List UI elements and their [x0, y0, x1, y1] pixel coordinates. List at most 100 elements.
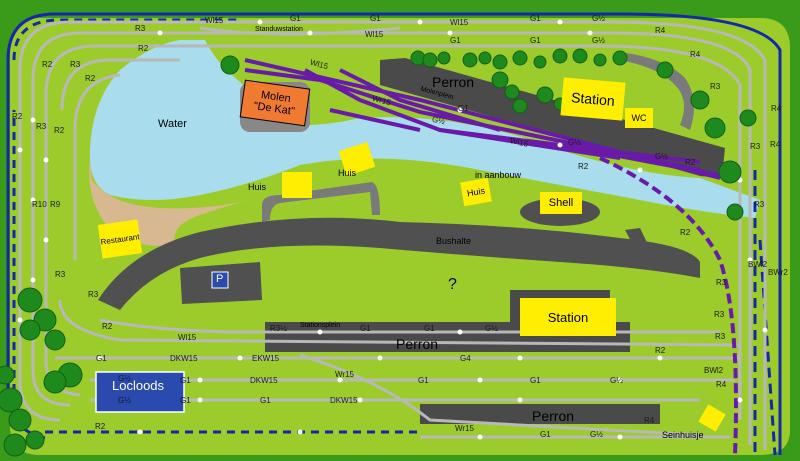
- track-label: G1: [458, 104, 469, 113]
- water-label: Water: [158, 118, 187, 130]
- track-label: R2: [102, 322, 113, 331]
- track-label: R3: [88, 290, 99, 299]
- track-label: R3: [750, 142, 761, 151]
- track-label: Wl15: [450, 18, 469, 27]
- track-label: Wr15: [335, 370, 354, 379]
- standuwstation-label: Standuwstation: [255, 26, 303, 33]
- seinhuisje-label: Seinhuisje: [662, 430, 704, 440]
- station-top-building: Station: [560, 77, 626, 121]
- huis-path: [262, 182, 380, 222]
- huis-1-building: [282, 172, 312, 198]
- track-label: DKW15: [330, 396, 358, 405]
- track-label: R3: [55, 270, 66, 279]
- track-label: G1: [424, 324, 435, 333]
- track-label: R3: [754, 200, 765, 209]
- parking-icon-box: [211, 271, 229, 289]
- track-label: G½: [568, 138, 581, 147]
- top-road: [620, 52, 694, 130]
- track-label: Wl15: [205, 16, 224, 25]
- track-label: R4: [655, 26, 666, 35]
- track-label: G1: [180, 396, 191, 405]
- side-road: [625, 228, 665, 272]
- huis-2-label: Huis: [338, 168, 357, 178]
- track-label: G1: [530, 376, 541, 385]
- track-label: G1: [540, 430, 551, 439]
- track-label: EKW15: [252, 354, 280, 363]
- huis-3-building: Huis: [460, 177, 492, 207]
- parking-label: P: [216, 273, 224, 285]
- shell-building: Shell: [540, 192, 582, 214]
- track-label: G1: [180, 376, 191, 385]
- locloods-building: [95, 371, 185, 413]
- track-label: G½: [118, 374, 131, 383]
- track-label: G½: [485, 324, 498, 333]
- track-label: R2: [12, 112, 23, 121]
- track-label: DKW15: [250, 376, 278, 385]
- track-label: Wr15: [455, 424, 474, 433]
- track-label: R3: [36, 122, 47, 131]
- stationsplein-label: Stationsplein: [300, 322, 341, 329]
- track-label: R3: [714, 310, 725, 319]
- main-road: [98, 217, 700, 310]
- track-label: G½: [655, 152, 668, 161]
- tree-clusters: [0, 48, 757, 457]
- track-label: G4: [460, 354, 471, 363]
- track-label: R3: [710, 82, 721, 91]
- track-label: BWl2: [704, 366, 724, 375]
- restaurant-building: Restaurant: [97, 219, 143, 259]
- track-label: R2: [680, 228, 691, 237]
- track-label: Wl15: [365, 30, 384, 39]
- track-label: R2: [42, 60, 53, 69]
- huis-1-label: Huis: [248, 182, 267, 192]
- track-label: R2: [85, 74, 96, 83]
- track-label: G1: [96, 354, 107, 363]
- track-label: BWr2: [768, 268, 788, 277]
- track-label: G½: [118, 396, 131, 405]
- track-joints: [17, 19, 768, 440]
- purple-tracks: [244, 58, 738, 456]
- track-label: G1: [360, 324, 371, 333]
- wc-building: WC: [625, 108, 653, 128]
- track-blue-right: [753, 170, 777, 456]
- track-label: G½: [592, 36, 605, 45]
- bushalte-label: Bushalte: [436, 236, 472, 246]
- track-label: G1: [530, 14, 541, 23]
- water-body: [89, 40, 761, 218]
- track-label: R3: [716, 278, 727, 287]
- track-label: G½: [610, 376, 623, 385]
- track-label: R4: [690, 50, 701, 59]
- track-label: R2: [578, 162, 589, 171]
- track-label: G½: [590, 430, 603, 439]
- track-label: R2: [655, 346, 666, 355]
- track-label: R2: [685, 158, 696, 167]
- track-label: R3: [70, 60, 81, 69]
- track-label: R2: [95, 422, 106, 431]
- track-label: G1: [290, 14, 301, 23]
- bushalte-island: [400, 225, 480, 245]
- track-label: R10: [32, 200, 47, 209]
- track-label: R4: [770, 140, 781, 149]
- track-label: R3: [135, 24, 146, 33]
- track-label: G1: [260, 396, 271, 405]
- track-label: BWl2: [748, 260, 768, 269]
- question-label: ?: [448, 276, 457, 293]
- track-label: G1: [418, 376, 429, 385]
- perron-top-label: Perron: [432, 74, 475, 90]
- track-blue-dash: [12, 18, 420, 434]
- track-label: R3½: [270, 324, 287, 333]
- track-label: R9: [50, 200, 61, 209]
- perron-bottom-label: Perron: [532, 408, 575, 424]
- platform-top: [380, 58, 725, 178]
- track-label: Wl15: [178, 333, 197, 342]
- track-label: G1: [450, 36, 461, 45]
- in-aanbouw-label: in aanbouw: [475, 170, 522, 180]
- station-mid-building: Station: [520, 298, 616, 336]
- track-label: DKW15: [170, 354, 198, 363]
- track-label: R4: [644, 416, 655, 425]
- locloods-label: Locloods: [112, 378, 165, 393]
- track-label: R4: [716, 380, 727, 389]
- track-label: R3: [715, 332, 726, 341]
- perron-mid-label: Perron: [396, 336, 439, 352]
- track-label: G1: [370, 14, 381, 23]
